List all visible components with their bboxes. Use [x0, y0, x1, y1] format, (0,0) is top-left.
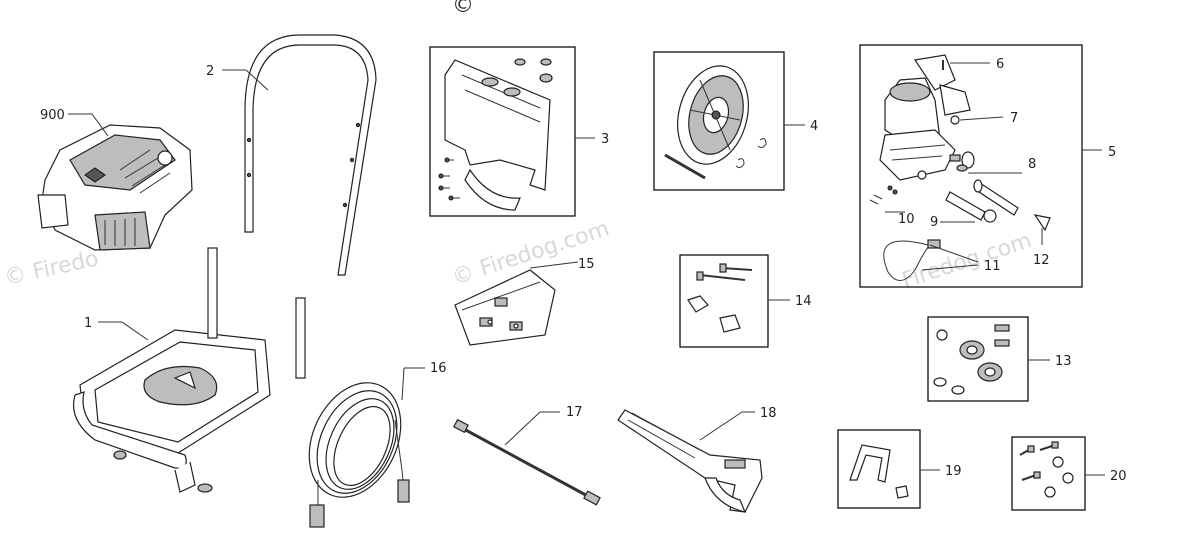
nozzles-part-15	[454, 269, 556, 346]
pump-part-5	[869, 54, 1051, 281]
engine-part-900	[37, 124, 193, 251]
callout-6: 6	[996, 57, 1004, 72]
callout-19: 19	[945, 464, 962, 479]
wand-part-17	[453, 418, 601, 506]
part-3-box	[429, 46, 576, 217]
callout-15: 15	[578, 257, 595, 272]
callout-18: 18	[760, 406, 777, 421]
callout-7: 7	[1010, 111, 1018, 126]
callout-900: 900	[40, 108, 65, 123]
callout-1: 1	[84, 316, 92, 331]
part-4-box	[653, 51, 785, 191]
watermark-left: © Firedo	[2, 247, 101, 291]
part-20-box	[1011, 436, 1086, 511]
callout-8: 8	[1028, 157, 1036, 172]
bolts-part-14	[687, 263, 753, 333]
callout-3: 3	[601, 132, 609, 147]
callout-2: 2	[206, 64, 214, 79]
frame-part-1	[73, 247, 306, 493]
watermark-top: ©	[452, 0, 474, 18]
callout-16: 16	[430, 361, 447, 376]
bracket-part-3	[438, 58, 553, 211]
part-5-box	[859, 44, 1083, 288]
hardware-part-20	[1019, 441, 1074, 498]
callout-13: 13	[1055, 354, 1072, 369]
callout-4: 4	[810, 119, 818, 134]
wheel-part-4	[664, 65, 767, 180]
part-13-box	[927, 316, 1029, 402]
part-14-box	[679, 254, 769, 348]
callout-10: 10	[898, 212, 915, 227]
callout-11: 11	[984, 259, 1001, 274]
gun-part-18	[617, 409, 763, 513]
callout-9: 9	[930, 215, 938, 230]
hose-part-16	[308, 382, 410, 528]
callout-14: 14	[795, 294, 812, 309]
callout-17: 17	[566, 405, 583, 420]
bearings-part-13	[933, 324, 1010, 395]
callout-20: 20	[1110, 469, 1127, 484]
callout-12: 12	[1033, 253, 1050, 268]
holder-part-19	[849, 444, 909, 499]
handle-part-2	[244, 34, 377, 276]
part-19-box	[837, 429, 921, 509]
callout-5: 5	[1108, 145, 1116, 160]
